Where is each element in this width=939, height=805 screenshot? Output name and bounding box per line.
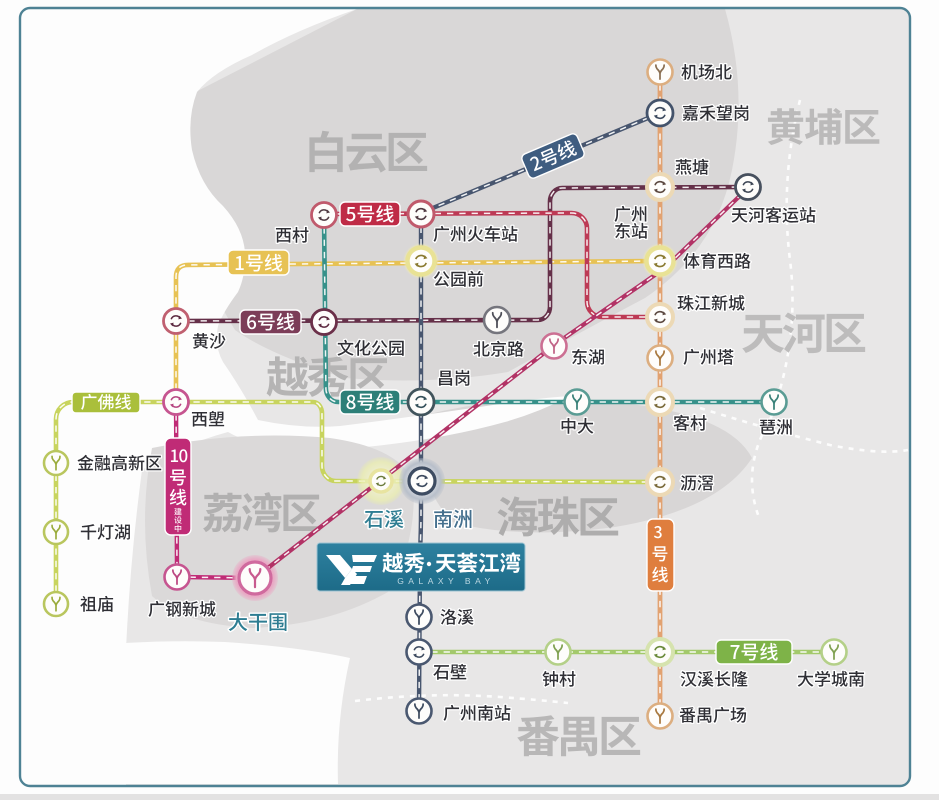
- svg-text:GALAXY BAY: GALAXY BAY: [397, 576, 495, 586]
